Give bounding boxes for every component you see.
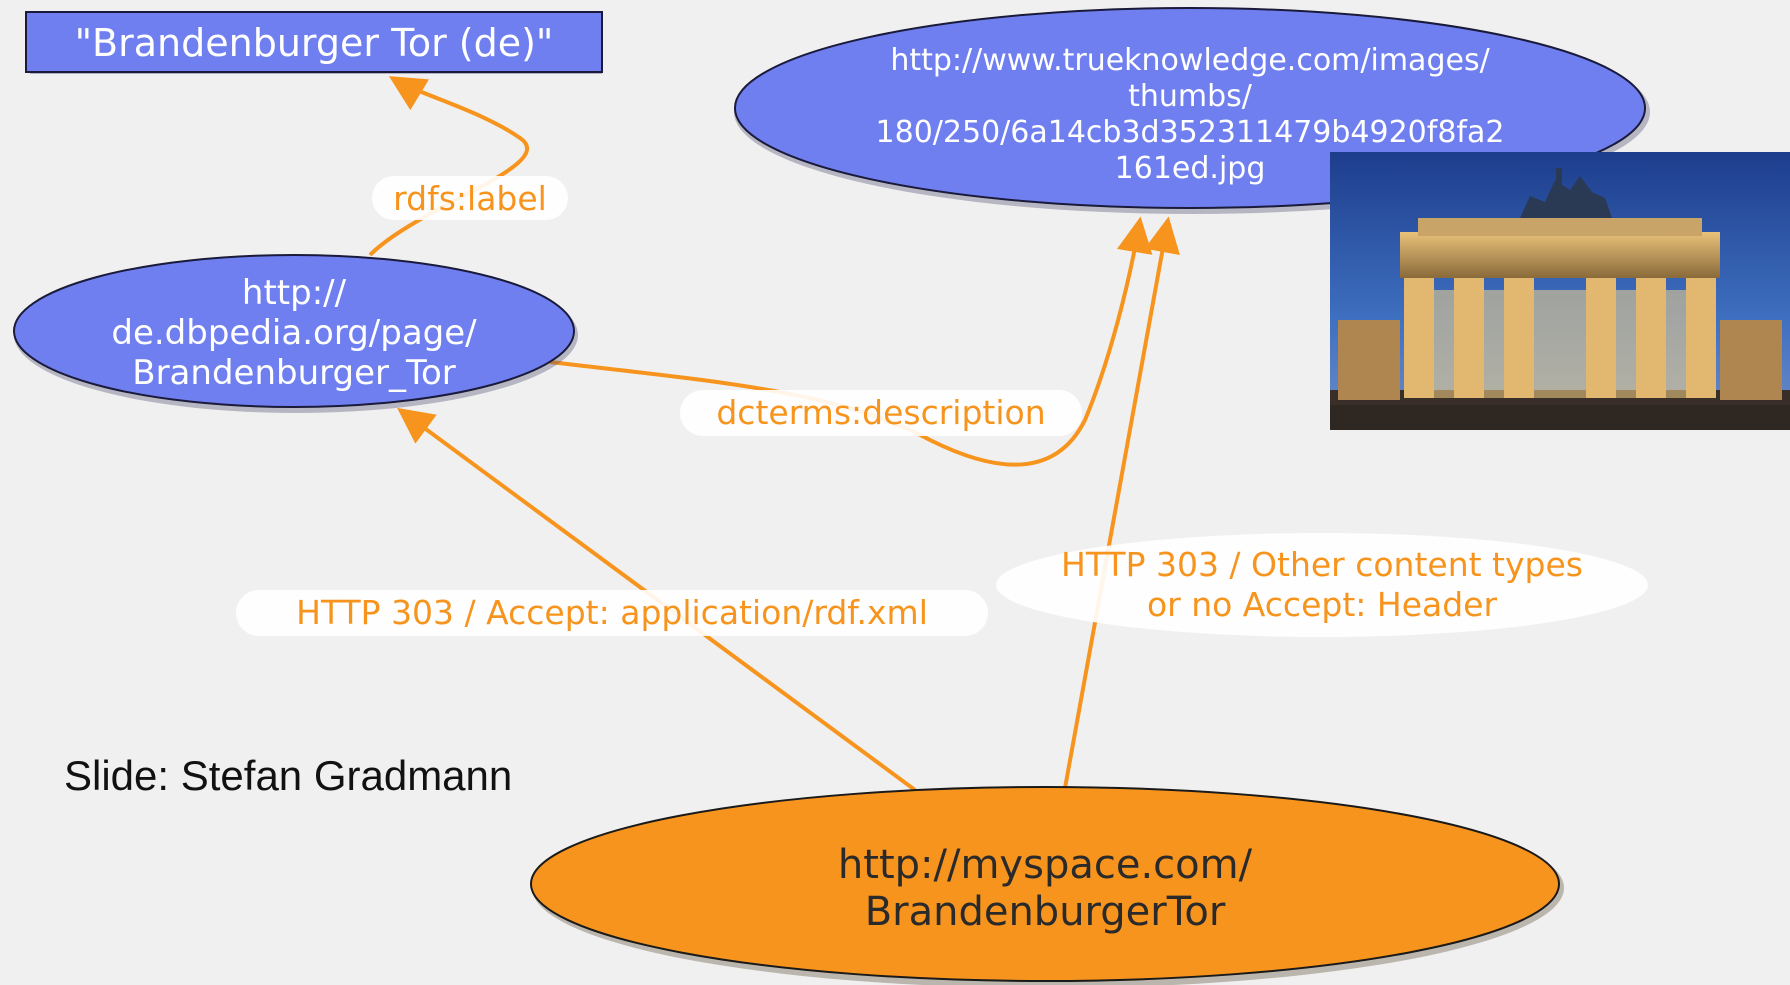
myspace-line-2: BrandenburgerTor: [865, 889, 1226, 935]
edge-labels: rdfs:label dcterms:description HTTP 303 …: [236, 176, 1648, 637]
edge-label-rdfs: rdfs:label: [393, 179, 547, 218]
dbpedia-line-3: Brandenburger_Tor: [132, 353, 456, 393]
image-uri-line-1: http://www.trueknowledge.com/images/: [890, 43, 1490, 78]
edge-label-other-line-2: or no Accept: Header: [1147, 585, 1498, 624]
literal-node-text: "Brandenburger Tor (de)": [75, 21, 554, 65]
dbpedia-line-2: de.dbpedia.org/page/: [111, 313, 477, 353]
edge-http303-other: [1063, 216, 1180, 789]
myspace-node: http://myspace.com/ BrandenburgerTor: [530, 786, 1564, 985]
edge-rdfs-label: [368, 76, 530, 257]
literal-node: "Brandenburger Tor (de)": [25, 11, 603, 74]
image-uri-line-3: 180/250/6a14cb3d352311479b4920f8fa2: [876, 115, 1505, 150]
edge-label-other-line-1: HTTP 303 / Other content types: [1061, 545, 1583, 584]
slide-credit: Slide: Stefan Gradmann: [64, 752, 513, 799]
edge-dcterms-description: [549, 216, 1153, 467]
dbpedia-line-1: http://: [242, 273, 347, 313]
image-uri-line-4: 161ed.jpg: [1115, 151, 1266, 186]
edge-label-dcterms: dcterms:description: [716, 393, 1045, 432]
myspace-line-1: http://myspace.com/: [838, 842, 1253, 888]
dbpedia-node: http:// de.dbpedia.org/page/ Brandenburg…: [13, 254, 578, 413]
image-uri-line-2: thumbs/: [1128, 79, 1253, 114]
brandenburg-gate-photo: [1330, 152, 1790, 430]
edge-label-accept-rdf: HTTP 303 / Accept: application/rdf.xml: [296, 593, 928, 632]
